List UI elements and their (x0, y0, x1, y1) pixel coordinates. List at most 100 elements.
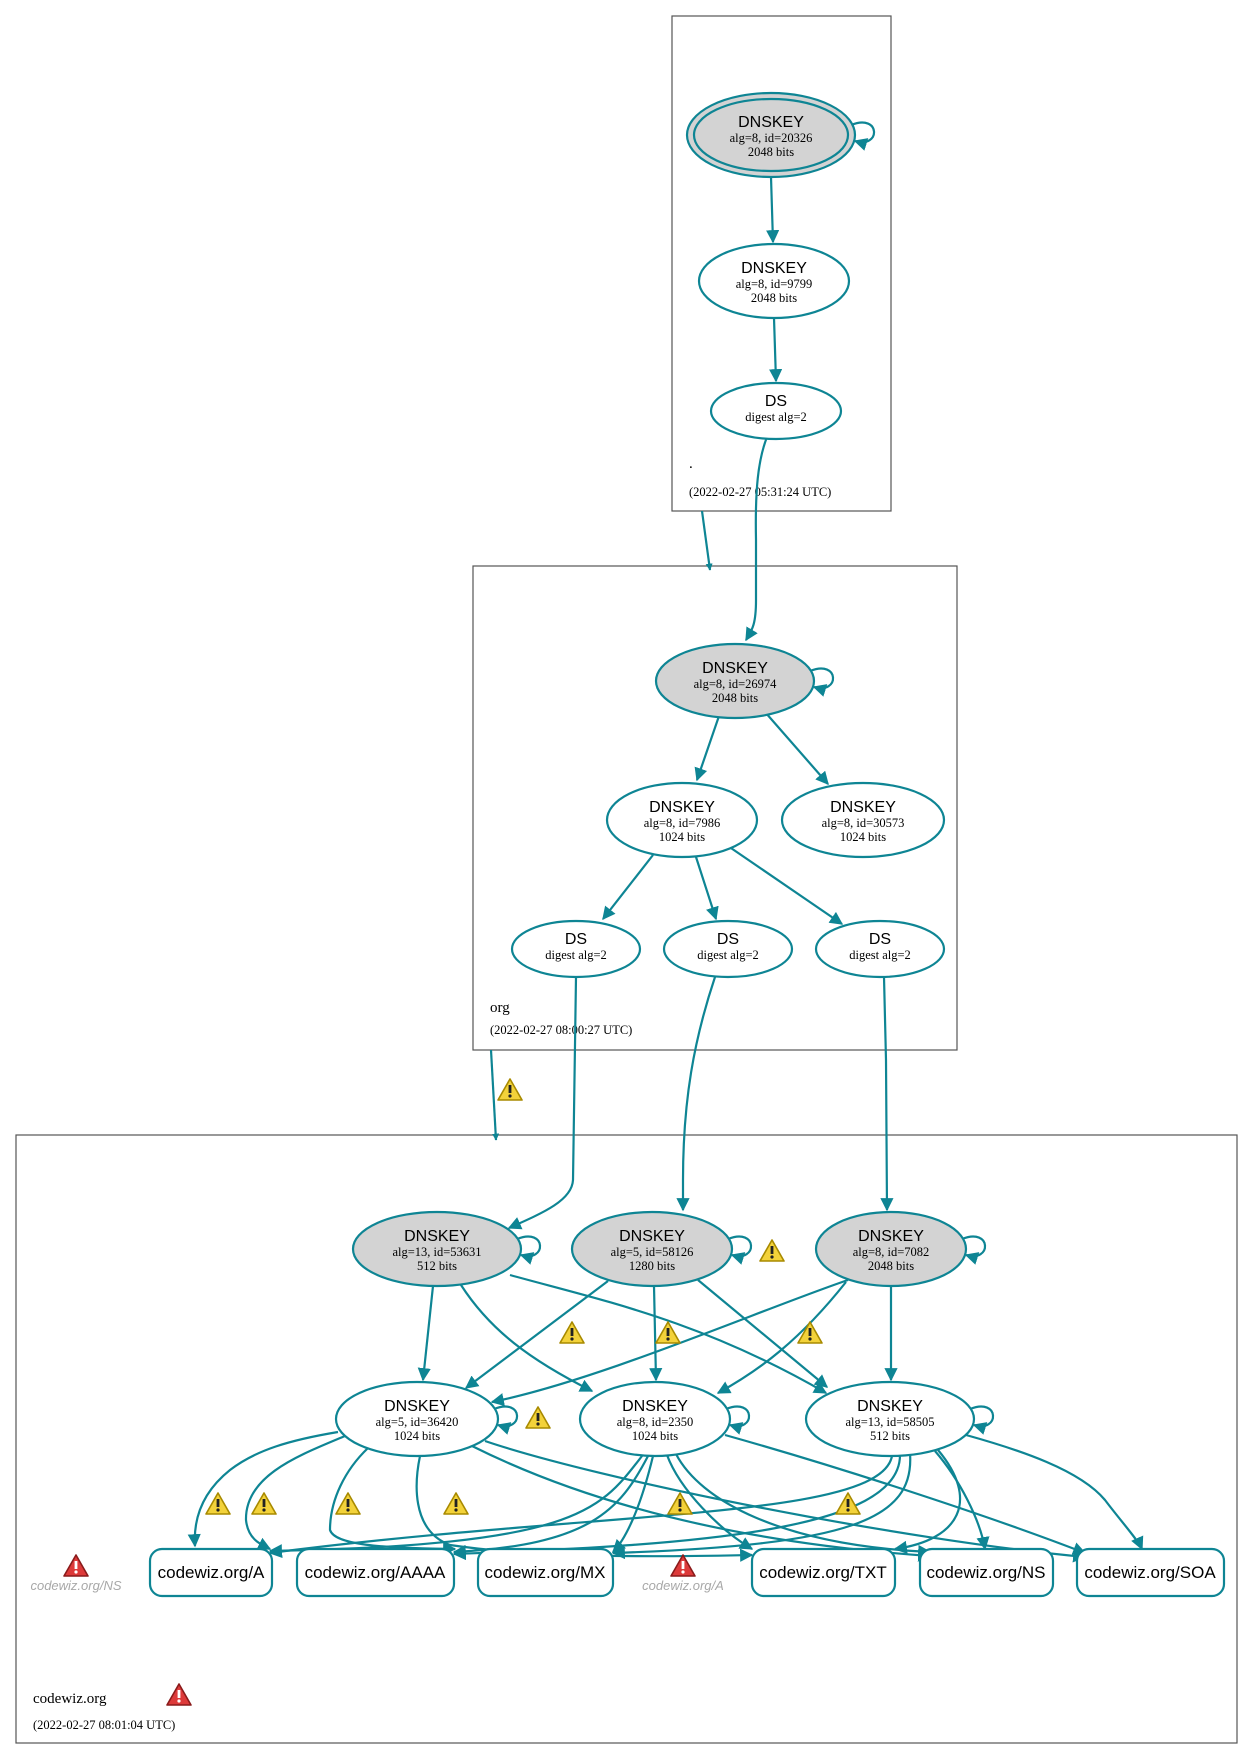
signature-edge (675, 1453, 932, 1559)
warning-icon[interactable] (251, 1492, 277, 1515)
zone-org-timestamp: (2022-02-27 08:00:27 UTC) (490, 1023, 632, 1037)
node-root-ksk[interactable]: DNSKEY alg=8, id=20326 2048 bits (685, 91, 857, 179)
signature-edge (893, 1449, 962, 1554)
node-detail: digest alg=2 (849, 948, 911, 962)
signature-edge (965, 1433, 1144, 1551)
node-detail: alg=8, id=9799 (736, 277, 813, 291)
signature-edge (724, 1433, 1087, 1555)
node-detail: 2048 bits (748, 145, 794, 159)
warning-icon[interactable] (205, 1492, 231, 1515)
node-detail: alg=5, id=58126 (611, 1245, 694, 1259)
error-icon[interactable] (63, 1554, 89, 1577)
error-icon[interactable] (166, 1683, 192, 1706)
node-title: DS (717, 931, 739, 948)
node-org-zsk-7986[interactable]: DNSKEY alg=8, id=7986 1024 bits (605, 781, 759, 859)
warning-icon[interactable] (759, 1239, 785, 1262)
node-detail: digest alg=2 (697, 948, 759, 962)
node-org-ds-1[interactable]: DS digest alg=2 (510, 919, 642, 979)
self-signature-edge (725, 1405, 751, 1435)
node-title: DNSKEY (830, 799, 896, 816)
rrset-codewiz-a[interactable]: codewiz.org/A (148, 1547, 274, 1598)
error-icon[interactable] (670, 1554, 696, 1577)
signature-edge (727, 845, 844, 925)
signature-edge (697, 1279, 829, 1388)
node-codewiz-ksk-58126[interactable]: DNSKEY alg=5, id=58126 1280 bits (570, 1210, 734, 1288)
node-detail: 1024 bits (659, 830, 705, 844)
node-root-ds[interactable]: DS digest alg=2 (709, 381, 843, 441)
warning-icon[interactable] (443, 1492, 469, 1515)
node-detail: 1280 bits (629, 1259, 675, 1273)
zone-codewiz-label: codewiz.org (33, 1691, 107, 1707)
node-title: DS (565, 931, 587, 948)
warning-icon[interactable] (667, 1492, 693, 1515)
signature-edge (694, 715, 721, 782)
self-signature-edge (493, 1405, 519, 1435)
zone-codewiz-timestamp: (2022-02-27 08:01:04 UTC) (33, 1718, 175, 1732)
node-title: DNSKEY (741, 260, 807, 277)
node-title: DNSKEY (738, 114, 804, 131)
warning-icon[interactable] (835, 1492, 861, 1515)
warning-icon[interactable] (335, 1492, 361, 1515)
node-org-zsk-30573[interactable]: DNSKEY alg=8, id=30573 1024 bits (780, 781, 946, 859)
signature-edge (268, 1455, 643, 1558)
warning-icon[interactable] (497, 1078, 523, 1101)
node-title: DNSKEY (857, 1398, 923, 1415)
signature-edge (490, 1278, 849, 1407)
zone-org-label: org (490, 1000, 510, 1016)
rrset-codewiz-soa[interactable]: codewiz.org/SOA (1075, 1547, 1226, 1598)
signature-edge (880, 976, 894, 1212)
rrset-codewiz-mx[interactable]: codewiz.org/MX (476, 1547, 615, 1598)
rrset-codewiz-aaaa[interactable]: codewiz.org/AAAA (295, 1547, 456, 1598)
signature-edge (187, 1430, 339, 1548)
signature-edge (464, 1280, 609, 1389)
signature-edge (649, 1285, 663, 1382)
node-codewiz-zsk-36420[interactable]: DNSKEY alg=5, id=36420 1024 bits (334, 1380, 500, 1458)
delegation-edge (700, 510, 713, 571)
node-org-ds-3[interactable]: DS digest alg=2 (814, 919, 946, 979)
node-detail: 2048 bits (712, 691, 758, 705)
node-detail: alg=8, id=7082 (853, 1245, 930, 1259)
rrset-label: codewiz.org/A (158, 1563, 265, 1582)
node-detail: alg=13, id=58505 (845, 1415, 934, 1429)
warning-icon[interactable] (655, 1321, 681, 1344)
node-org-ds-2[interactable]: DS digest alg=2 (662, 919, 794, 979)
rrset-codewiz-ns[interactable]: codewiz.org/NS (918, 1547, 1055, 1598)
signature-edge (745, 436, 769, 642)
rrset-label: codewiz.org/SOA (1084, 1563, 1216, 1582)
node-codewiz-zsk-58505[interactable]: DNSKEY alg=13, id=58505 512 bits (804, 1380, 976, 1458)
signature-edge (507, 976, 578, 1230)
signature-edge (676, 976, 717, 1212)
ghost-rrset-ns: codewiz.org/NS (30, 1578, 121, 1593)
rrset-codewiz-txt[interactable]: codewiz.org/TXT (750, 1547, 897, 1598)
self-signature-edge (727, 1235, 753, 1265)
node-detail: 512 bits (417, 1259, 457, 1273)
signature-edge (268, 1455, 894, 1559)
node-codewiz-ksk-7082[interactable]: DNSKEY alg=8, id=7082 2048 bits (814, 1210, 968, 1288)
node-codewiz-zsk-2350[interactable]: DNSKEY alg=8, id=2350 1024 bits (578, 1380, 732, 1458)
node-codewiz-ksk-53631[interactable]: DNSKEY alg=13, id=53631 512 bits (351, 1210, 523, 1288)
node-detail: digest alg=2 (545, 948, 607, 962)
node-title: DNSKEY (619, 1228, 685, 1245)
node-detail: alg=5, id=36420 (376, 1415, 459, 1429)
warning-icon[interactable] (797, 1321, 823, 1344)
self-signature-edge (961, 1235, 987, 1265)
node-detail: 1024 bits (394, 1429, 440, 1443)
node-org-ksk[interactable]: DNSKEY alg=8, id=26974 2048 bits (654, 642, 816, 720)
node-root-zsk[interactable]: DNSKEY alg=8, id=9799 2048 bits (697, 242, 851, 320)
node-detail: alg=8, id=26974 (694, 677, 778, 691)
node-detail: alg=8, id=20326 (730, 131, 813, 145)
signature-edge (766, 176, 780, 244)
signature-edge (611, 1452, 912, 1560)
self-signature-edge (516, 1235, 542, 1265)
warning-icon[interactable] (525, 1406, 551, 1429)
signature-edge (417, 1285, 435, 1382)
node-detail: 1024 bits (632, 1429, 678, 1443)
delegation-edge (489, 1049, 500, 1141)
signature-edge (665, 1454, 754, 1550)
node-title: DNSKEY (858, 1228, 924, 1245)
warning-icon[interactable] (559, 1321, 585, 1344)
signature-edge (764, 711, 829, 785)
node-title: DS (765, 393, 787, 410)
node-title: DNSKEY (384, 1398, 450, 1415)
